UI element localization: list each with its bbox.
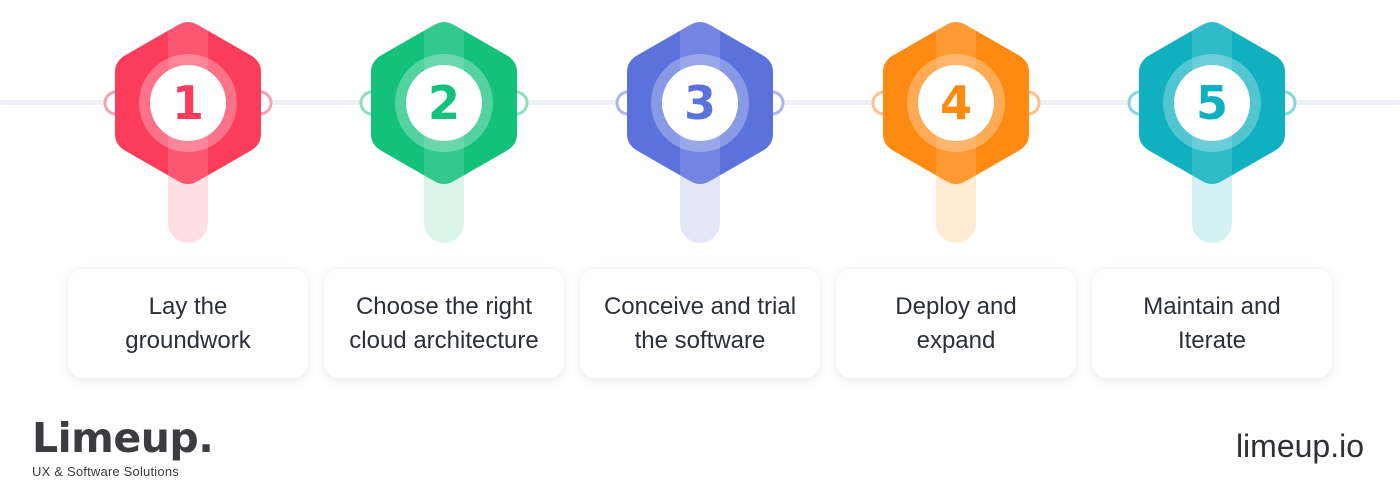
step-hexagon-badge [103, 22, 273, 184]
step-label-line: Lay the [148, 292, 228, 320]
step-hexagon-badge [615, 22, 785, 184]
step-label-line: Iterate [1177, 326, 1247, 354]
step-number: 2 [427, 76, 460, 130]
step-label: Conceive and trial the software [604, 290, 796, 358]
step-card: Deploy and expand [836, 269, 1076, 378]
brand-logo: Limeup. UX & Software Solutions [32, 414, 214, 479]
brand-tagline: UX & Software Solutions [32, 464, 179, 479]
step-number: 4 [939, 76, 972, 130]
step-label-line: Maintain and [1143, 292, 1281, 320]
step-label-line: expand [916, 326, 996, 354]
step-card: Lay the groundwork [68, 269, 308, 378]
number-disc [918, 65, 994, 141]
number-disc [1174, 65, 1250, 141]
number-disc [150, 65, 226, 141]
step-label-line: Deploy and [895, 292, 1017, 320]
brand-name: Limeup. [32, 414, 214, 462]
step-label-line: the software [634, 326, 766, 354]
step-label: Choose the right cloud architecture [349, 290, 538, 358]
step-card: Conceive and trial the software [580, 269, 820, 378]
step-label: Deploy and expand [895, 290, 1016, 358]
step-number: 5 [1195, 76, 1228, 130]
step-label-line: Conceive and trial [603, 292, 797, 320]
step-number: 3 [683, 76, 716, 130]
step-hexagon-badge [1127, 22, 1297, 184]
step-label-line: Choose the right [355, 292, 533, 320]
step-card: Choose the right cloud architecture [324, 269, 564, 378]
step-number: 1 [171, 76, 204, 130]
website-link[interactable]: limeup.io [1235, 428, 1364, 464]
step-label: Lay the groundwork [125, 290, 250, 358]
step-label-line: cloud architecture [349, 326, 539, 354]
step-label-line: groundwork [125, 326, 251, 354]
number-disc [406, 65, 482, 141]
step-hexagon-badge [871, 22, 1041, 184]
step-hexagon-badge [359, 22, 529, 184]
number-disc [662, 65, 738, 141]
